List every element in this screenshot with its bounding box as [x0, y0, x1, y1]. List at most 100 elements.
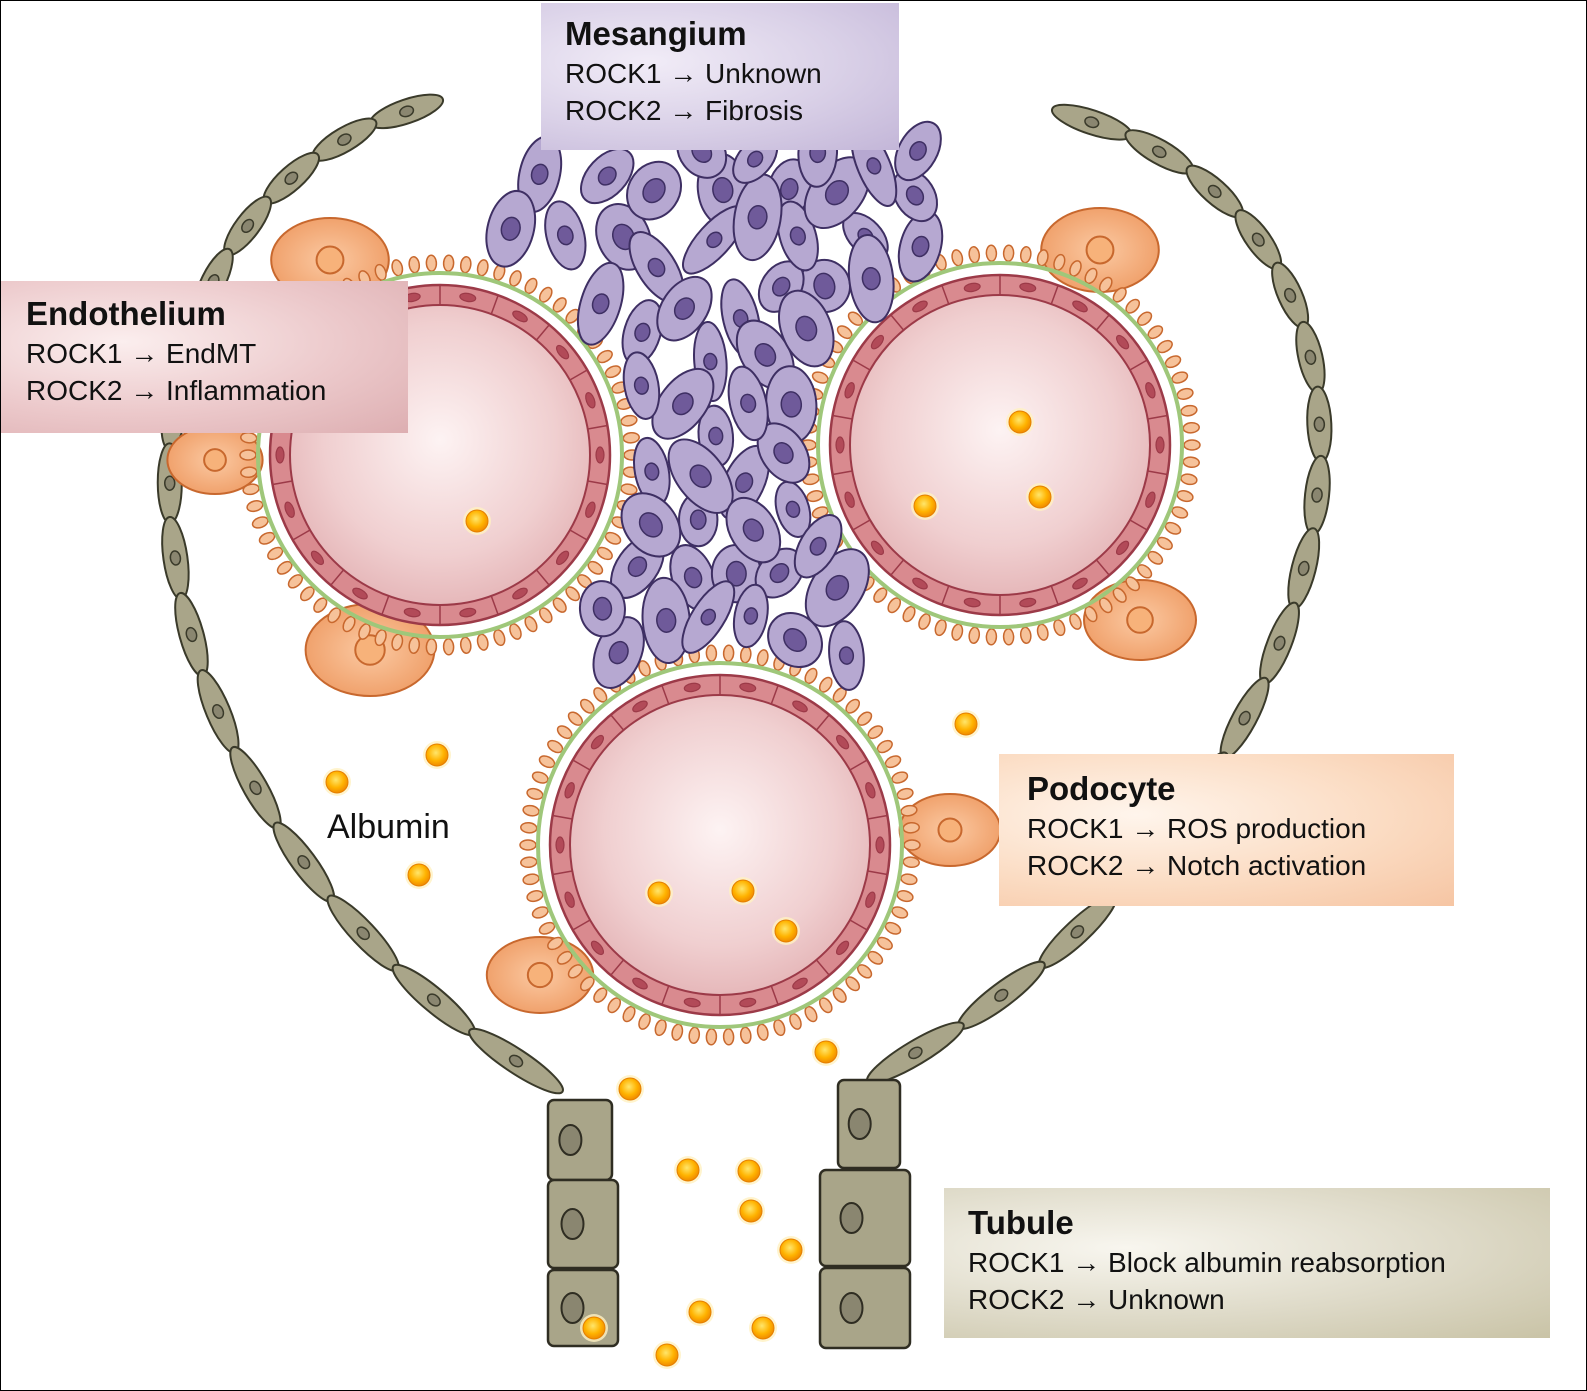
albumin-particle-icon [653, 1341, 681, 1369]
endothelial-nucleus [912, 300, 928, 313]
mesangium-title: Mesangium [565, 15, 747, 52]
foot-process [526, 787, 544, 800]
bowman-parietal-cell [196, 669, 240, 755]
foot-process [531, 771, 549, 784]
podocyte-rock2: ROCK2 → Notch activation [1027, 850, 1367, 881]
foot-process [705, 644, 718, 662]
endothelial-nucleus [835, 940, 850, 956]
endothelial-junction [1050, 585, 1059, 606]
endothelial-junction [535, 324, 550, 341]
podocyte-cell [1040, 207, 1160, 293]
foot-process [425, 638, 438, 656]
tubule-cell [546, 1098, 614, 1182]
foot-process [903, 839, 921, 851]
foot-process [1176, 387, 1194, 400]
endothelial-nucleus [564, 782, 575, 799]
foot-process [1002, 244, 1015, 262]
endothelial-nucleus [459, 292, 477, 303]
albumin-particle-icon [812, 1038, 840, 1066]
albumin-particle-icon [737, 1197, 765, 1225]
foot-process [391, 259, 404, 277]
endothelial-nucleus [1019, 597, 1037, 608]
foot-process [267, 546, 284, 561]
bowman-parietal-cell [956, 960, 1046, 1030]
foot-process [1112, 587, 1127, 603]
foot-process [520, 856, 538, 868]
mesangial-cell [756, 422, 811, 484]
albumin-particle-icon [1006, 408, 1034, 436]
mesangial-cell [580, 147, 635, 205]
endothelium-rock2: ROCK2 → Inflammation [26, 375, 327, 406]
bowman-parietal-cell [369, 93, 445, 130]
foot-process [313, 597, 328, 613]
endothelial-nucleus [1115, 540, 1130, 556]
mesangial-cell [767, 612, 823, 669]
foot-process [1125, 298, 1141, 314]
foot-process [1084, 605, 1098, 623]
mesangial-cell [622, 351, 661, 420]
mesangial-cell [732, 583, 769, 649]
endothelium-rock1: ROCK1 → EndMT [26, 338, 257, 369]
foot-process [951, 623, 964, 641]
bowman-parietal-cell [229, 745, 282, 830]
foot-process [520, 822, 538, 834]
foot-process [587, 560, 604, 575]
foot-process [620, 414, 638, 427]
mesangial-cell [651, 367, 715, 440]
foot-process [934, 619, 947, 637]
foot-process [739, 646, 752, 664]
endothelial-nucleus [865, 782, 876, 799]
mesangium-callout: Mesangium ROCK1 → Unknown ROCK2 → Fibros… [541, 3, 899, 150]
foot-process [1125, 576, 1141, 592]
bowman-parietal-cell [272, 821, 336, 903]
mesangial-cell [576, 261, 625, 346]
mesangial-cell [517, 135, 563, 213]
endothelial-junction [610, 959, 625, 976]
foot-process [1182, 456, 1200, 468]
endothelial-nucleus [739, 997, 757, 1008]
foot-process [459, 636, 472, 654]
bowman-parietal-cell [1295, 320, 1326, 394]
endothelial-nucleus [564, 891, 575, 908]
foot-process [902, 605, 916, 623]
foot-process [476, 633, 489, 651]
foot-process [867, 950, 884, 965]
endothelial-junction [1095, 559, 1110, 576]
albumin-particle-icon [729, 877, 757, 905]
mesangial-cell [681, 580, 736, 654]
albumin-particle-icon [952, 710, 980, 738]
endothelial-junction [569, 369, 588, 381]
foot-process [968, 626, 981, 644]
capillary-loop [519, 644, 921, 1046]
albumin-particle-icon [911, 492, 939, 520]
endothelial-nucleus [275, 446, 285, 464]
endothelial-junction [867, 870, 888, 876]
tubule-rock1: ROCK1 → Block albumin reabsorption [968, 1247, 1446, 1278]
endothelial-nucleus [1072, 300, 1088, 313]
albumin-particle-icon [1026, 483, 1054, 511]
foot-process [522, 804, 540, 817]
foot-process [408, 256, 421, 274]
basement-membrane [816, 261, 1184, 629]
foot-process [722, 1028, 735, 1046]
mesangial-cell [727, 365, 769, 442]
endothelial-junction [1050, 284, 1059, 305]
foot-process [556, 725, 573, 740]
endothelial-nucleus [555, 344, 570, 360]
mesangium-rock1: ROCK1 → Unknown [565, 58, 822, 89]
foot-process [1180, 473, 1198, 486]
tubule-title: Tubule [968, 1204, 1074, 1241]
tubule-cell [818, 1168, 912, 1268]
endothelial-nucleus [835, 734, 850, 750]
podocyte-cell [166, 425, 264, 495]
endothelial-nucleus [1072, 577, 1088, 590]
endothelial-nucleus [835, 436, 845, 454]
foot-process [722, 644, 735, 662]
endothelial-junction [587, 424, 608, 430]
foot-process [1084, 267, 1098, 285]
mesangial-cell [778, 289, 835, 368]
foot-process [1002, 628, 1015, 646]
foot-process [239, 449, 257, 461]
endothelial-nucleus [963, 597, 981, 608]
